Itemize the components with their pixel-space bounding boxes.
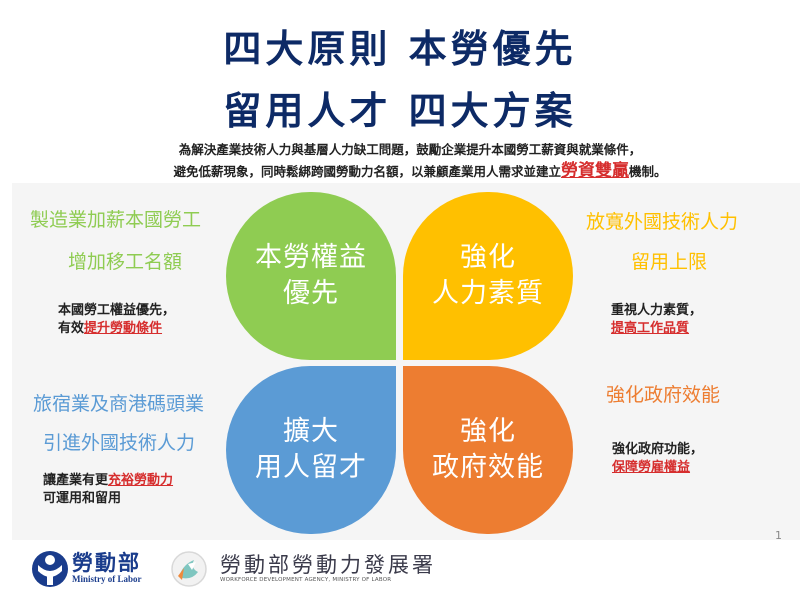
bl-text-line1: 讓產業有更充裕勞動力 — [43, 472, 173, 490]
intro-highlight: 勞資雙贏 — [561, 161, 629, 181]
bl-text-line2: 可運用和留用 — [43, 491, 122, 506]
petal-label: 用人留才 — [255, 452, 367, 483]
petal-label: 政府效能 — [432, 452, 544, 483]
ministry-of-labor-logo-icon — [32, 551, 68, 587]
petal-label: 本勞權益 — [255, 242, 367, 273]
page-number: 1 — [775, 529, 782, 542]
petal-label: 強化 — [460, 416, 516, 447]
intro-line2-end: 機制。 — [629, 164, 667, 179]
tl-text-line1: 本國勞工權益優先， — [58, 303, 176, 318]
br-text-highlight: 保障勞雇權益 — [612, 460, 691, 475]
intro-line1: 為解決產業技術人力與基層人力缺工問題，鼓勵企業提升本國勞工薪資與就業條件， — [178, 142, 642, 157]
tl-heading-line1: 製造業加薪本國勞工 — [30, 209, 202, 231]
tl-text-line2: 有效提升勞動條件 — [58, 320, 162, 338]
tl-heading-line2: 增加移工名額 — [68, 251, 183, 273]
bl-text-plain: 讓產業有更 — [43, 473, 109, 488]
bl-heading-line1: 旅宿業及商港碼頭業 — [33, 393, 205, 415]
br-text-line2: 保障勞雇權益 — [612, 459, 690, 477]
workforce-agency-name: 勞動部勞動力發展署 — [220, 553, 436, 577]
petal-strengthen-workforce-quality: 強化 人力素質 — [403, 192, 573, 360]
workforce-agency-logo-icon — [171, 551, 207, 587]
ministry-of-labor-english: Ministry of Labor — [72, 574, 142, 584]
petal-label: 強化 — [460, 242, 516, 273]
tr-heading-line2: 留用上限 — [631, 251, 708, 273]
petal-label: 優先 — [283, 278, 339, 309]
ministry-of-labor-name: 勞動部 — [72, 550, 141, 575]
page-title-line2: 留用人才 四大方案 — [223, 89, 577, 133]
tr-text-line2: 提高工作品質 — [611, 320, 689, 338]
page-title-line1: 四大原則 本勞優先 — [223, 27, 577, 71]
content-panel — [12, 183, 800, 540]
petal-local-labor-priority: 本勞權益 優先 — [226, 192, 396, 360]
br-text-line1: 強化政府功能， — [612, 442, 704, 457]
tl-text-plain: 有效 — [58, 321, 85, 336]
bl-heading-line2: 引進外國技術人力 — [43, 432, 196, 454]
tr-text-highlight: 提高工作品質 — [611, 321, 690, 336]
tr-text-line1: 重視人力素質， — [611, 303, 703, 318]
petal-expand-talent-retention: 擴大 用人留才 — [226, 366, 396, 534]
intro-line2: 避免低薪現象，同時鬆綁跨國勞動力名額，以兼顧產業用人需求並建立勞資雙贏機制。 — [20, 160, 800, 183]
intro-line2-text: 避免低薪現象，同時鬆綁跨國勞動力名額，以兼顧產業用人需求並建立 — [173, 164, 561, 179]
tr-heading-line1: 放寬外國技術人力 — [586, 211, 739, 233]
workforce-agency-english: WORKFORCE DEVELOPMENT AGENCY, MINISTRY O… — [220, 577, 392, 583]
tl-text-highlight: 提升勞動條件 — [84, 321, 163, 336]
petal-label: 擴大 — [283, 416, 339, 447]
br-heading-line1: 強化政府效能 — [606, 384, 721, 406]
petal-strengthen-government-efficiency: 強化 政府效能 — [403, 366, 573, 534]
petal-label: 人力素質 — [432, 278, 544, 309]
bl-text-highlight: 充裕勞動力 — [108, 473, 174, 488]
